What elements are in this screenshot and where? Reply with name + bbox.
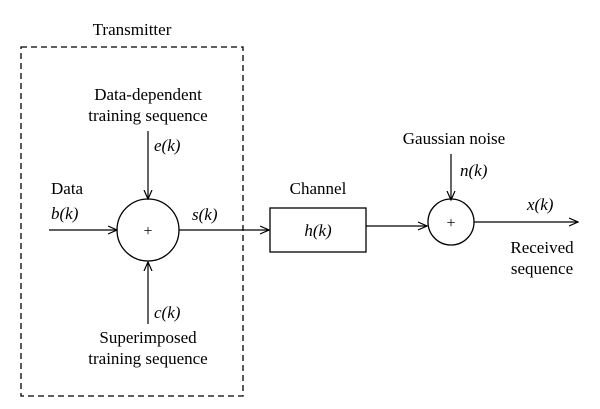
received-label-line1: Received (510, 238, 574, 257)
channel-title: Channel (290, 179, 347, 198)
superimposed-label-line1: Superimposed (99, 328, 197, 347)
channel-block (269, 207, 367, 253)
transmitter-adder-symbol: + (143, 223, 152, 240)
superimposed-signal: c(k) (154, 303, 181, 322)
dependent-signal: e(k) (154, 136, 181, 155)
dependent-label-line2: training sequence (88, 106, 207, 125)
transmitter-title: Transmitter (93, 20, 172, 39)
output-signal-x: x(k) (526, 195, 554, 214)
data-signal: b(k) (51, 204, 79, 223)
receiver-adder-symbol: + (446, 215, 455, 232)
output-signal-s: s(k) (192, 205, 218, 224)
noise-label: Gaussian noise (403, 129, 505, 148)
superimposed-label-line2: training sequence (88, 349, 207, 368)
channel-block-label: h(k) (304, 221, 332, 240)
transmitter-box (20, 46, 244, 397)
noise-signal: n(k) (460, 161, 488, 180)
received-label-line2: sequence (511, 259, 573, 278)
dependent-label-line1: Data-dependent (94, 85, 202, 104)
data-label: Data (51, 179, 84, 198)
